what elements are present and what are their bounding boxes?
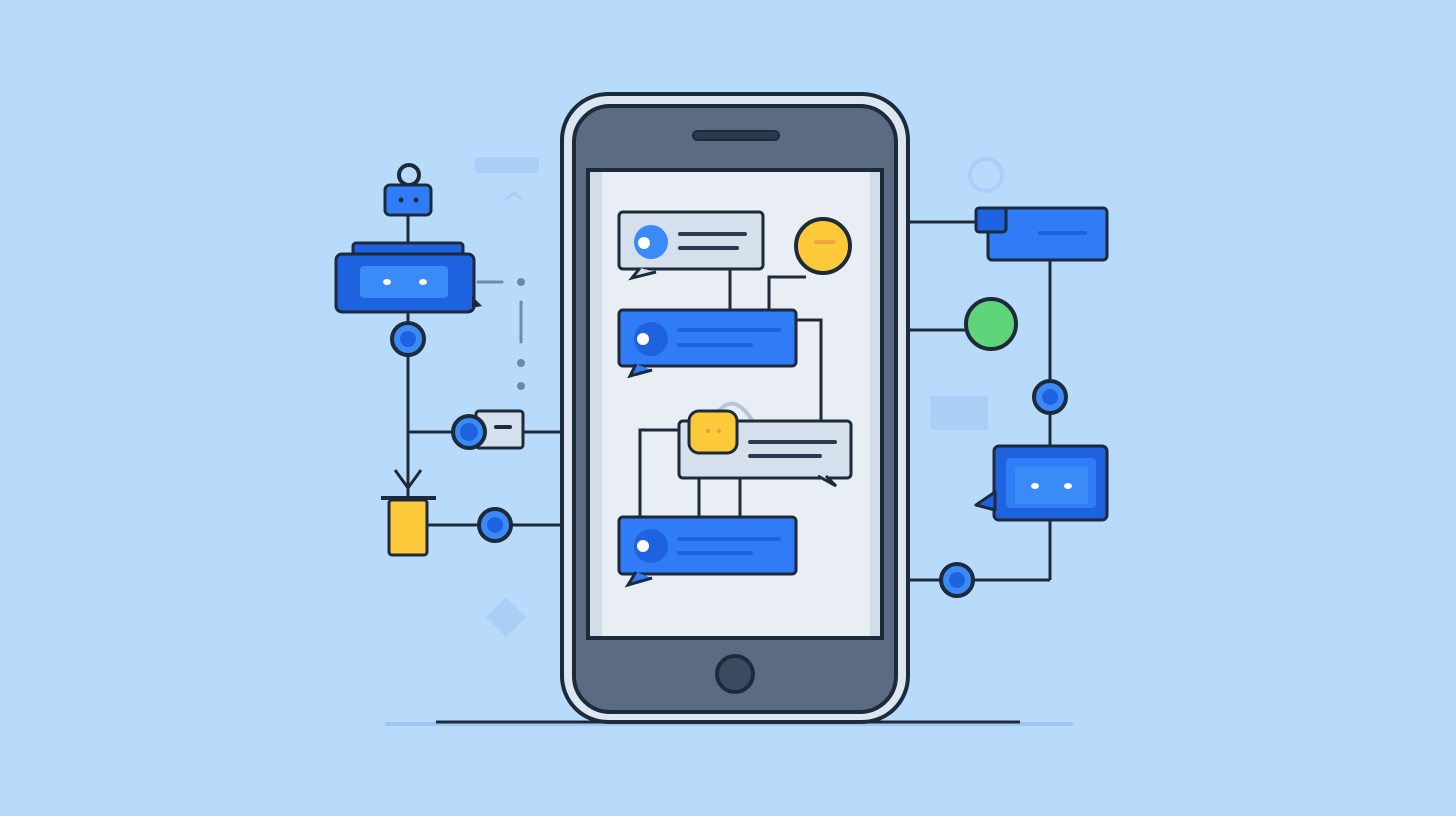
faint-card	[930, 396, 988, 430]
chat-bubble-blue-2	[617, 515, 798, 588]
faint-ring	[968, 157, 1004, 193]
chat-bubble-gray-1	[617, 210, 765, 281]
bot-head-icon	[383, 163, 433, 217]
right-connectors	[908, 220, 1052, 582]
bot-bubble-right-icon	[974, 444, 1109, 522]
dashed-connector	[476, 278, 525, 390]
home-button	[715, 654, 755, 694]
blue-node-icon	[1032, 379, 1068, 415]
blue-card-right-icon	[974, 206, 1109, 262]
yellow-minus-node-icon	[794, 217, 852, 275]
left-connectors	[393, 215, 562, 527]
yellow-bucket-icon	[381, 496, 436, 557]
mini-card-node-icon	[451, 409, 525, 450]
chat-bubble-gray-2	[677, 401, 853, 488]
chat-bubble-blue-1	[617, 308, 798, 379]
blue-node-icon	[477, 507, 513, 543]
faint-diamond	[486, 597, 526, 637]
bot-bubble-left-icon	[334, 241, 482, 314]
faint-chevron	[504, 191, 524, 202]
screen-connectors	[638, 270, 823, 518]
blue-node-icon	[390, 321, 426, 357]
speaker-slot	[692, 130, 780, 141]
faint-bar	[475, 157, 539, 173]
blue-node-icon	[939, 562, 975, 598]
phone	[560, 92, 910, 724]
green-node-icon	[964, 297, 1018, 351]
